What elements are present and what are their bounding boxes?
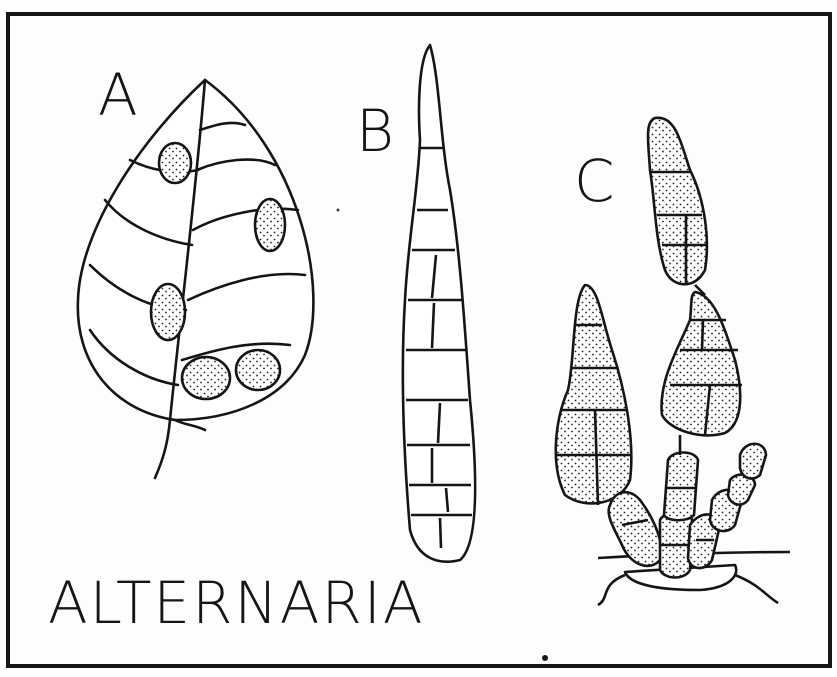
leaf-spot [255,199,285,251]
print-speck [337,209,340,212]
figure-title: ALTERNARIA [48,574,425,632]
leaf-spot [159,143,191,183]
panel-b-label: B [356,102,395,160]
panel-a-label: A [98,66,139,124]
leaf-spot [151,284,185,340]
leaf-with-spots-icon [78,80,314,478]
panel-c-label: C [574,152,616,210]
leaf-spot [236,350,280,390]
print-speck [542,655,548,661]
elongated-conidium-icon [403,45,475,562]
leaf-spot [182,357,230,399]
